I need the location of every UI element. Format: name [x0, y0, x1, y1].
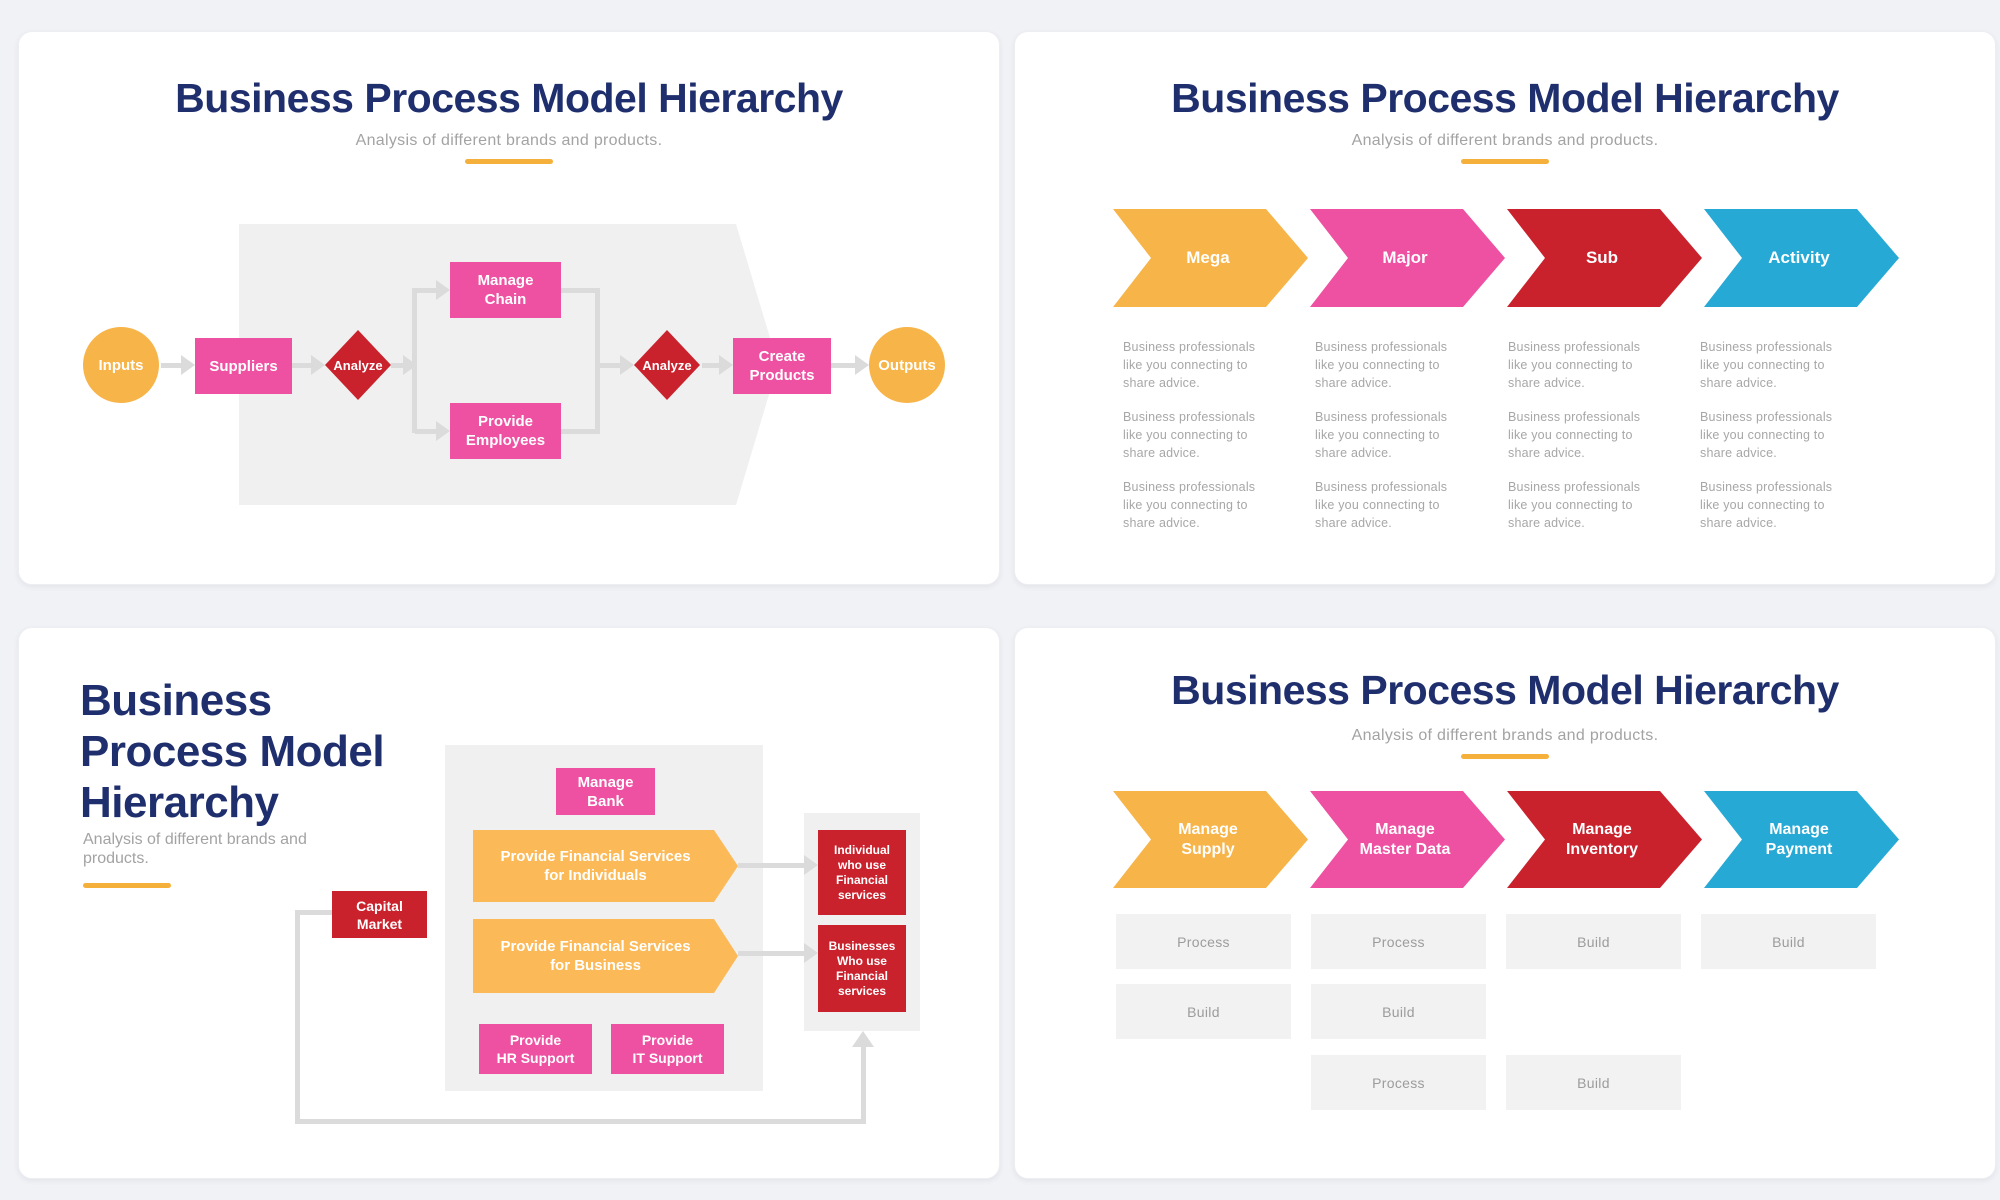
text-column-3: Business professionals like you connecti… [1508, 338, 1660, 548]
chevron-step-mega: Mega [1113, 209, 1308, 307]
connector-line [561, 287, 600, 293]
grid-cell: Build [1506, 914, 1681, 969]
connector-line [415, 428, 438, 434]
chevron-step-major: Major [1310, 209, 1505, 307]
slide-subtitle: Analysis of different brands and product… [1351, 727, 1659, 744]
connector-line [600, 362, 622, 368]
slide-card-chevron-text[interactable]: Business Process Model Hierarchy Analysi… [1014, 31, 1996, 585]
paragraph: Business professionals like you connecti… [1315, 480, 1448, 530]
arrowhead-right-icon [311, 355, 325, 375]
connector-line [412, 288, 417, 433]
connector-line [292, 362, 313, 368]
chevron-step-manage-supply: Manage Supply [1113, 791, 1308, 888]
flow-node-create-products: Create Products [733, 338, 831, 394]
slide-card-flowchart[interactable]: Business Process Model Hierarchy Analysi… [18, 31, 1000, 585]
flow-node-inputs: Inputs [83, 327, 159, 403]
arrowhead-right-icon [436, 280, 450, 300]
grid-cell: Build [1311, 984, 1486, 1039]
paragraph: Business professionals like you connecti… [1123, 340, 1256, 390]
flow-node-suppliers: Suppliers [195, 338, 292, 394]
connector-line [861, 1046, 866, 1123]
arrowhead-right-icon [804, 855, 818, 875]
connector-line [295, 1118, 866, 1124]
slide-title-line-1: Business [80, 676, 272, 725]
text-column-4: Business professionals like you connecti… [1700, 338, 1852, 548]
node-hr-support: Provide HR Support [479, 1024, 592, 1074]
flow-node-provide-employees: Provide Employees [450, 403, 561, 459]
node-manage-bank: Manage Bank [556, 768, 655, 815]
arrowhead-right-icon [436, 421, 450, 441]
paragraph: Business professionals like you connecti… [1123, 480, 1256, 530]
arrowhead-right-icon [855, 355, 869, 375]
grid-cell: Build [1116, 984, 1291, 1039]
slide-title: Business Process Model Hierarchy [175, 75, 843, 121]
grid-cell: Build [1506, 1055, 1681, 1110]
chevron-step-manage-inventory: Manage Inventory [1507, 791, 1702, 888]
slide-title-line-2: Process Model [80, 727, 385, 776]
grid-cell: Process [1311, 1055, 1486, 1110]
paragraph: Business professionals like you connecti… [1508, 340, 1641, 390]
slide-subtitle: Analysis of different brands and product… [355, 132, 663, 149]
slide-subtitle: Analysis of different brands and product… [1351, 132, 1659, 149]
arrowhead-right-icon [181, 355, 195, 375]
connector-line [391, 362, 405, 368]
connector-line [297, 909, 332, 915]
paragraph: Business professionals like you connecti… [1508, 480, 1641, 530]
accent-underline [83, 883, 171, 888]
grid-cell: Build [1701, 914, 1876, 969]
node-pfs-individuals: Provide Financial Services for Individua… [473, 830, 738, 902]
node-capital-market: Capital Market [332, 891, 427, 938]
paragraph: Business professionals like you connecti… [1700, 340, 1833, 390]
chevron-step-activity: Activity [1704, 209, 1899, 307]
paragraph: Business professionals like you connecti… [1700, 480, 1833, 530]
slide-subtitle: Analysis of different brands and product… [83, 831, 307, 867]
flow-node-outputs: Outputs [869, 327, 945, 403]
connector-line [561, 428, 600, 434]
connector-line [702, 362, 721, 368]
slide-card-financial-diagram[interactable]: Business Process Model Hierarchy Analysi… [18, 627, 1000, 1179]
text-column-1: Business professionals like you connecti… [1123, 338, 1275, 548]
connector-line [161, 362, 183, 368]
chevron-step-manage-payment: Manage Payment [1704, 791, 1899, 888]
connector-line [738, 862, 806, 868]
arrowhead-up-icon [852, 1031, 874, 1047]
chevron-step-sub: Sub [1507, 209, 1702, 307]
accent-underline [465, 159, 553, 164]
accent-underline [1461, 159, 1549, 164]
node-business-users: Businesses Who use Financial services [818, 925, 906, 1012]
slide-title: Business Process Model Hierarchy [1171, 667, 1839, 713]
accent-underline [1461, 754, 1549, 759]
chevron-step-manage-master-data: Manage Master Data [1310, 791, 1505, 888]
node-individual-users: Individual who use Financial services [818, 830, 906, 915]
paragraph: Business professionals like you connecti… [1508, 410, 1641, 460]
text-column-2: Business professionals like you connecti… [1315, 338, 1467, 548]
slide-title-line-3: Hierarchy [80, 778, 279, 827]
slide-card-chevron-grid[interactable]: Business Process Model Hierarchy Analysi… [1014, 627, 1996, 1179]
paragraph: Business professionals like you connecti… [1123, 410, 1256, 460]
paragraph: Business professionals like you connecti… [1700, 410, 1833, 460]
arrowhead-right-icon [719, 355, 733, 375]
node-pfs-business: Provide Financial Services for Business [473, 919, 738, 993]
arrowhead-right-icon [804, 943, 818, 963]
paragraph: Business professionals like you connecti… [1315, 340, 1448, 390]
grid-cell: Process [1311, 914, 1486, 969]
paragraph: Business professionals like you connecti… [1315, 410, 1448, 460]
connector-line [595, 288, 600, 433]
arrowhead-right-icon [620, 355, 634, 375]
grid-cell: Process [1116, 914, 1291, 969]
connector-line [831, 362, 857, 368]
slide-title: Business Process Model Hierarchy [1171, 75, 1839, 121]
flow-node-manage-chain: Manage Chain [450, 262, 561, 318]
connector-line [738, 950, 806, 956]
node-it-support: Provide IT Support [611, 1024, 724, 1074]
connector-line [295, 909, 300, 1124]
connector-line [415, 287, 438, 293]
